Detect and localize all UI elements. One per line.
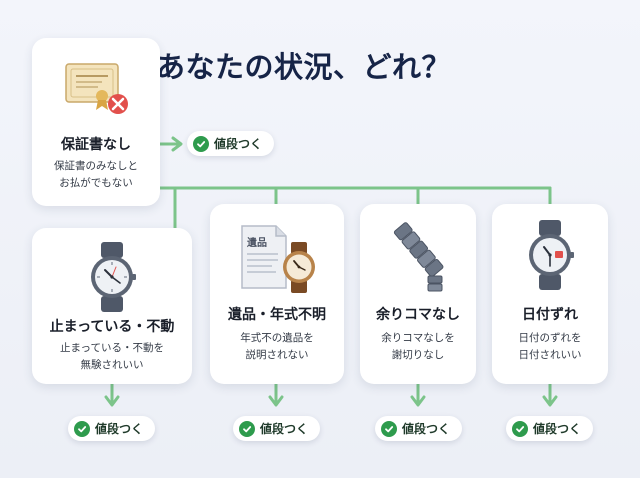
card-description-line-2: お払がでもない — [59, 177, 133, 189]
price-badge-stopped: 値段つく — [68, 416, 156, 441]
price-badge-no-links: 値段つく — [375, 416, 463, 441]
check-icon — [239, 420, 255, 437]
certificate-with-x-icon — [65, 63, 128, 114]
card-no-links: 余りコマなし 余りコマなしを 謝切りなし — [360, 204, 476, 384]
badge-label: 値段つく — [260, 422, 309, 436]
card-heading: 余りコマなし — [376, 307, 460, 323]
card-heading: 遺品・年式不明 — [228, 307, 326, 323]
card-description-line-2: 謝切りなし — [391, 349, 445, 361]
price-badge-date-off: 値段つく — [506, 416, 594, 441]
document-and-watch-icon: 遺品 — [241, 225, 315, 293]
price-badge-heirloom: 値段つく — [233, 416, 321, 441]
card-heading: 止まっている・不動 — [49, 319, 175, 335]
card-no-warranty: 保証書なし 保証書のみなしと お払がでもない — [32, 38, 160, 206]
price-badge-no-warranty: 値段つく — [187, 131, 275, 156]
date-watch-icon — [529, 220, 574, 290]
check-icon — [381, 420, 397, 437]
card-description-line-1: 日付のずれを — [518, 332, 582, 344]
badge-label: 値段つく — [402, 422, 451, 436]
check-icon — [512, 420, 528, 437]
badge-label: 値段つく — [214, 137, 263, 151]
check-icon — [74, 420, 90, 437]
badge-label: 値段つく — [95, 422, 144, 436]
check-icon — [193, 135, 209, 152]
stopped-watch-icon — [91, 242, 136, 312]
card-heading: 日付ずれ — [522, 307, 578, 323]
card-description-line-2: 日付されいい — [518, 349, 582, 361]
card-description-line-1: 止まっている・不動を — [59, 342, 165, 354]
card-description-line-1: 余りコマなしを — [381, 332, 455, 344]
card-date-off: 日付ずれ 日付のずれを 日付されいい — [492, 204, 608, 384]
card-description-line-2: 無験されいい — [80, 359, 144, 371]
document-label: 遺品 — [246, 236, 267, 249]
badge-label: 値段つく — [533, 422, 582, 436]
card-description-line-1: 年式不の遺品を — [240, 332, 314, 344]
page-title: あなたの状況、どれ？ — [156, 50, 452, 84]
card-stopped: 止まっている・不動 止まっている・不動を 無験されいい — [32, 228, 192, 384]
card-heading: 保証書なし — [61, 137, 131, 153]
card-description-line-2: 説明されない — [245, 349, 309, 361]
card-description-line-1: 保証書のみなしと — [54, 160, 138, 172]
bracelet-links-icon — [393, 222, 444, 292]
card-heirloom: 遺品 遺品・年式不明 年式不の遺品を 説明されない — [210, 204, 344, 384]
